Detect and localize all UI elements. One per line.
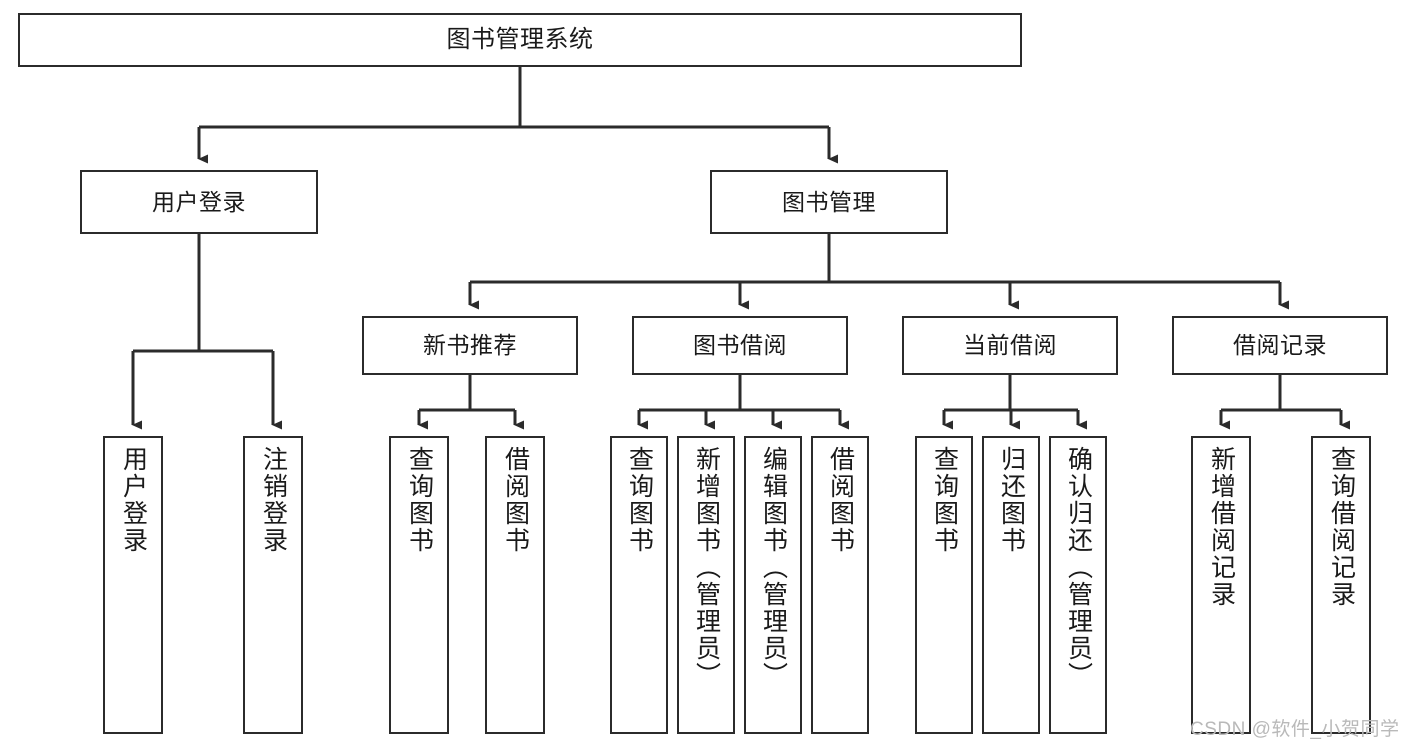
node-leaf-add-record[interactable]: 新增借阅记录 <box>1191 436 1251 734</box>
node-leaf-query-book-2[interactable]: 查询图书 <box>610 436 668 734</box>
node-label-current-borrow: 当前借阅 <box>963 332 1057 359</box>
node-label-root: 图书管理系统 <box>446 26 594 54</box>
node-label-leaf-confirm-return: 确认归还（管理员） <box>1064 446 1093 689</box>
node-label-user-login: 用户登录 <box>152 188 246 215</box>
node-current-borrow[interactable]: 当前借阅 <box>902 316 1118 375</box>
node-label-leaf-borrow-book-1: 借阅图书 <box>501 446 530 554</box>
node-book-borrow[interactable]: 图书借阅 <box>632 316 848 375</box>
node-leaf-query-book-3[interactable]: 查询图书 <box>915 436 973 734</box>
node-label-leaf-query-record: 查询借阅记录 <box>1327 446 1356 608</box>
node-leaf-logout[interactable]: 注销登录 <box>243 436 303 734</box>
node-label-leaf-borrow-book-2: 借阅图书 <box>826 446 855 554</box>
node-book-manage[interactable]: 图书管理 <box>710 170 948 234</box>
node-label-leaf-edit-book: 编辑图书（管理员） <box>759 446 788 689</box>
node-leaf-user-login[interactable]: 用户登录 <box>103 436 163 734</box>
node-label-leaf-user-login: 用户登录 <box>119 446 148 554</box>
node-label-leaf-add-book: 新增图书（管理员） <box>692 446 721 689</box>
node-root[interactable]: 图书管理系统 <box>18 13 1022 67</box>
node-user-login[interactable]: 用户登录 <box>80 170 318 234</box>
node-label-borrow-record: 借阅记录 <box>1233 332 1327 359</box>
node-leaf-return-book[interactable]: 归还图书 <box>982 436 1040 734</box>
node-leaf-query-record[interactable]: 查询借阅记录 <box>1311 436 1371 734</box>
node-label-leaf-query-book-1: 查询图书 <box>405 446 434 554</box>
node-borrow-record[interactable]: 借阅记录 <box>1172 316 1388 375</box>
node-label-leaf-query-book-2: 查询图书 <box>625 446 654 554</box>
node-new-book-rec[interactable]: 新书推荐 <box>362 316 578 375</box>
node-leaf-query-book-1[interactable]: 查询图书 <box>389 436 449 734</box>
node-label-leaf-logout: 注销登录 <box>259 446 288 554</box>
node-label-leaf-add-record: 新增借阅记录 <box>1207 446 1236 608</box>
node-leaf-edit-book[interactable]: 编辑图书（管理员） <box>744 436 802 734</box>
csdn-watermark: CSDN @软件_小贺同学 <box>1190 719 1400 740</box>
node-leaf-borrow-book-2[interactable]: 借阅图书 <box>811 436 869 734</box>
node-label-book-borrow: 图书借阅 <box>693 332 787 359</box>
node-leaf-confirm-return[interactable]: 确认归还（管理员） <box>1049 436 1107 734</box>
node-label-book-manage: 图书管理 <box>782 188 876 215</box>
node-label-leaf-query-book-3: 查询图书 <box>930 446 959 554</box>
node-label-leaf-return-book: 归还图书 <box>997 446 1026 554</box>
node-label-new-book-rec: 新书推荐 <box>423 332 517 359</box>
node-leaf-borrow-book-1[interactable]: 借阅图书 <box>485 436 545 734</box>
node-leaf-add-book[interactable]: 新增图书（管理员） <box>677 436 735 734</box>
